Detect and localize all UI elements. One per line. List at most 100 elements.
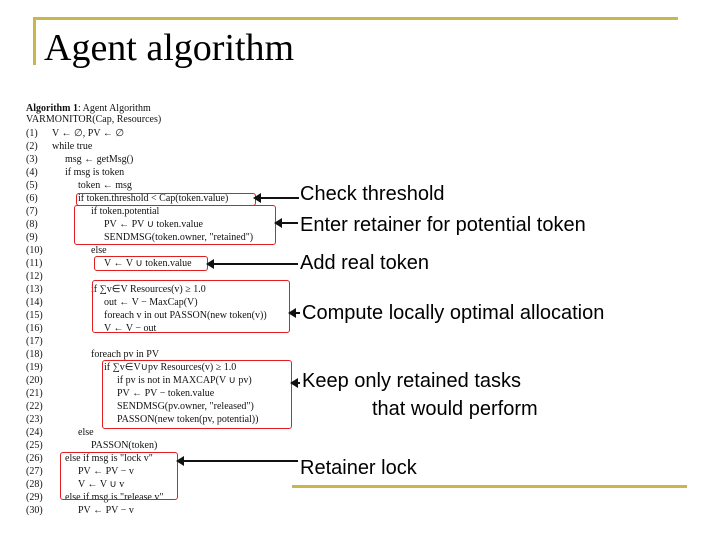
highlight-box-lock [60,452,178,500]
line-number: (18) [26,349,43,360]
annotation-keep-retained-line1: Keep only retained tasks [302,370,522,392]
highlight-box-keep [102,360,292,429]
line-number: (28) [26,479,43,490]
line-code: PV ← PV − v [78,466,134,477]
bottom-accent-line [292,485,687,488]
algorithm-line: (27) PV ← PV − v [26,465,134,478]
annotation-keep-retained-line2: that would perform [372,398,538,420]
line-code: token ← msg [78,180,132,191]
line-number: (6) [26,193,38,204]
line-number: (23) [26,414,43,425]
algorithm-line: (2)while true [26,140,92,153]
algorithm-line: (9) SENDMSG(token.owner, "retained") [26,231,253,244]
line-code: if token.potential [91,206,160,217]
slide-title: Agent algorithm [44,27,295,69]
algorithm-line: (8)PV ← PV ∪ token.value [26,218,203,231]
arrow-keep-retained [290,378,300,388]
line-number: (16) [26,323,43,334]
highlight-box-retainer [74,205,276,245]
line-code: V ← ∅, PV ← ∅ [52,128,125,139]
line-number: (22) [26,401,43,412]
highlight-box-compute [92,280,290,333]
algorithm-line: (16)V ← V − out [26,322,156,335]
line-number: (5) [26,180,38,191]
algorithm-line: (10) else [26,244,107,257]
line-code: SENDMSG(token.owner, "retained") [104,232,254,243]
line-code: if token.threshold < Cap(token.value) [78,193,229,204]
line-code: else [78,427,94,438]
arrow-retainer-lock [176,456,298,466]
line-number: (2) [26,141,38,152]
algorithm-line: (25) PASSON(token) [26,439,157,452]
annotation-check-threshold: Check threshold [300,183,445,205]
algorithm-header-rest: : Agent Algorithm [77,103,151,114]
line-number: (15) [26,310,43,321]
algorithm-line: (20) if pv is not in MAXCAP(V ∪ pv) [26,374,252,387]
algorithm-line: (12) [26,270,52,283]
algorithm-line: (30) PV ← PV − v [26,504,134,517]
line-code: msg ← getMsg() [65,154,134,165]
highlight-box-add-real [94,256,208,271]
algorithm-header: Algorithm 1: Agent Algorithm [26,103,151,114]
line-number: (30) [26,505,43,516]
line-number: (9) [26,232,38,243]
line-number: (14) [26,297,43,308]
line-number: (25) [26,440,43,451]
line-code: PV ← PV ∪ token.value [104,219,203,230]
algorithm-line: (19) if ∑v∈V∪pv Resources(v) ≥ 1.0 [26,361,236,374]
line-number: (4) [26,167,38,178]
algorithm-line: (11) V ← V ∪ token.value [26,257,192,270]
algorithm-line: (14) out ← V − MaxCap(V) [26,296,198,309]
line-code: if msg is token [65,167,125,178]
algorithm-line: (18) foreach pv in PV [26,348,159,361]
line-code: V ← V ∪ token.value [104,258,192,269]
algorithm-line: (26) else if msg is "lock v" [26,452,153,465]
line-number: (24) [26,427,43,438]
algorithm-line: (1) V ← ∅, PV ← ∅ [26,127,124,140]
line-code: out ← V − MaxCap(V) [104,297,198,308]
line-code: foreach v in out PASSON(new token(v)) [104,310,267,321]
line-number: (19) [26,362,43,373]
algorithm-line: (17) [26,335,52,348]
title-accent-line-horizontal [33,17,678,20]
line-number: (3) [26,154,38,165]
line-number: (20) [26,375,43,386]
algorithm-line: (28) V ← V ∪ v [26,478,124,491]
line-code: if ∑v∈V Resources(v) ≥ 1.0 [91,284,206,295]
line-code: if pv is not in MAXCAP(V ∪ pv) [117,375,252,386]
algorithm-header-bold: Algorithm 1 [26,103,78,114]
algorithm-signature: VARMONITOR(Cap, Resources) [26,114,162,125]
annotation-retainer-lock: Retainer lock [300,457,417,479]
line-code: SENDMSG(pv.owner, "released") [117,401,254,412]
line-code: PV ← PV − v [78,505,134,516]
annotation-compute-allocation: Compute locally optimal allocation [302,302,605,324]
line-number: (7) [26,206,38,217]
line-number: (27) [26,466,43,477]
annotation-add-real-token: Add real token [300,252,429,274]
line-number: (10) [26,245,43,256]
line-number: (11) [26,258,43,269]
algorithm-line: (21)PV ← PV − token.value [26,387,214,400]
arrow-enter-retainer [274,218,298,228]
algorithm-line: (4) if msg is token [26,166,124,179]
line-number: (13) [26,284,43,295]
algorithm-line: (5) token ← msg [26,179,132,192]
algorithm-line: (13) if ∑v∈V Resources(v) ≥ 1.0 [26,283,206,296]
line-number: (26) [26,453,43,464]
line-code: PASSON(token) [91,440,158,451]
algorithm-line: (7) if token.potential [26,205,159,218]
arrow-check-threshold [253,193,299,203]
line-number: (21) [26,388,43,399]
line-code: PASSON(new token(pv, potential)) [117,414,259,425]
line-code: else [91,245,107,256]
line-code: foreach pv in PV [91,349,160,360]
line-code: else if msg is "release v" [65,492,164,503]
annotation-enter-retainer: Enter retainer for potential token [300,214,586,236]
algorithm-line: (22) SENDMSG(pv.owner, "released") [26,400,254,413]
line-number: (1) [26,128,38,139]
line-code: else if msg is "lock v" [65,453,153,464]
line-number: (29) [26,492,43,503]
line-code: if ∑v∈V∪pv Resources(v) ≥ 1.0 [104,362,237,373]
line-number: (12) [26,271,43,282]
line-code: V ← V ∪ v [78,479,125,490]
